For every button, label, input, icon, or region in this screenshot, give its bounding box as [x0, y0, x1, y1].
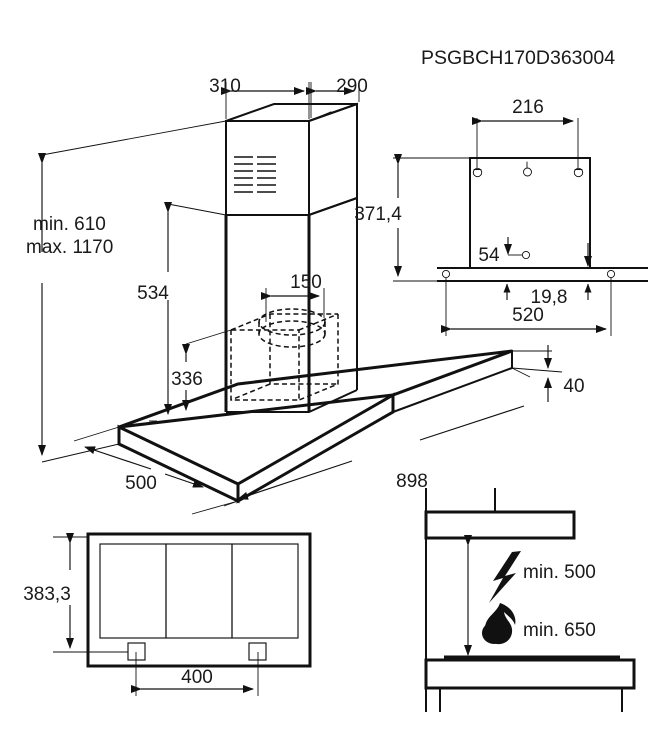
wall-bracket-detail-view: 216 371,4 54 19,8	[354, 97, 648, 336]
dim-chimney-height-range: min. 610 max. 1170	[26, 120, 227, 463]
clearance-hood-block	[424, 510, 576, 540]
flame-icon	[482, 603, 516, 645]
keyhole-slot-icon	[523, 161, 532, 177]
clearance-label-gas: min. 650	[523, 620, 596, 641]
dim-label-371-4: 371,4	[354, 204, 402, 225]
bracket-rail-hole-right	[606, 269, 616, 279]
dim-label-290: 290	[336, 76, 368, 97]
keyhole-slot-icon	[472, 159, 483, 178]
bracket-rail-hole-left	[441, 269, 451, 279]
keyhole-slot-icon	[573, 159, 584, 178]
chimney-lower-section	[224, 197, 358, 413]
mount-square-right	[248, 642, 267, 661]
dim-label-max-1170: max. 1170	[26, 237, 113, 258]
clearance-diagram-view: min. 500 min. 650	[424, 488, 636, 712]
dim-bracket-height: 371,4	[354, 154, 470, 282]
filter-panel	[99, 543, 167, 639]
dim-keyhole-slot-spacing: 216	[472, 97, 579, 160]
drawing-code-title: PSGBCH170D363004	[421, 47, 615, 69]
dim-label-310: 310	[209, 76, 241, 97]
dim-label-19-8: 19,8	[531, 287, 568, 308]
dim-lower-hole-offset: 54	[478, 237, 522, 266]
dim-label-54: 54	[478, 245, 500, 266]
dim-label-534: 534	[137, 283, 169, 304]
ventilation-slots-icon	[234, 156, 276, 193]
dim-chimney-lower-height: 534	[137, 202, 227, 422]
dim-label-400: 400	[181, 667, 213, 688]
main-isometric-view	[117, 102, 513, 504]
motor-housing-hidden-outline	[230, 308, 339, 401]
main-view-dimension-set: 310 290 min. 610 max. 1170 534	[26, 76, 585, 515]
dim-motor-box-height: 336	[171, 329, 232, 411]
dim-label-40: 40	[563, 376, 584, 397]
bracket-center-hole	[521, 250, 531, 260]
dim-label-520: 520	[512, 305, 544, 326]
dim-plan-depth: 383,3	[23, 533, 128, 653]
plan-outer-body	[86, 532, 312, 668]
dim-label-336: 336	[171, 369, 203, 390]
lightning-bolt-icon	[489, 551, 521, 603]
filter-panel-group	[99, 543, 299, 639]
clearance-label-electric: min. 500	[523, 562, 596, 583]
dim-canopy-depth: 500	[73, 426, 239, 515]
mount-square-left	[127, 642, 146, 661]
dim-label-500: 500	[125, 473, 157, 494]
dim-label-150: 150	[290, 272, 322, 293]
dim-duct-outlet-diameter: 150	[261, 272, 325, 322]
dim-canopy-width: 898	[223, 367, 531, 507]
chimney-upper-section	[225, 102, 358, 217]
dim-lower-rail-height: 19,8	[503, 283, 592, 308]
dim-canopy-thickness: 40	[511, 345, 585, 402]
dim-lower-rail-width: 520	[441, 278, 612, 336]
dim-label-min-610: min. 610	[33, 214, 106, 235]
keyhole-slot-group	[472, 159, 584, 178]
filter-panel	[165, 543, 233, 639]
dim-label-216: 216	[512, 97, 544, 118]
dim-label-898: 898	[396, 471, 428, 492]
clearance-worktop-block	[424, 658, 636, 690]
dim-mount-bracket-spacing: 400	[131, 652, 259, 696]
dim-label-383-3: 383,3	[23, 584, 71, 605]
filter-panel	[231, 543, 299, 639]
dim-chimney-upper-width: 310	[209, 76, 310, 119]
dim-chimney-upper-depth: 290	[306, 76, 368, 118]
underside-plan-view: 383,3 400	[23, 532, 312, 696]
